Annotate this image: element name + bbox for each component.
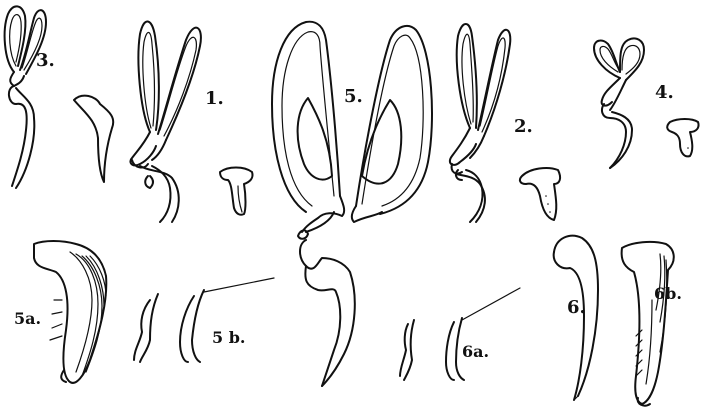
figure-1-detail — [220, 168, 253, 215]
figure-3-detail — [74, 96, 113, 182]
figure-2-drawing — [450, 24, 510, 222]
figure-6-label: 6. — [567, 299, 586, 317]
figure-6a-drawing — [400, 288, 520, 380]
figure-1-drawing — [130, 21, 200, 222]
figure-1-label: 1. — [205, 90, 224, 108]
figure-6a-label: 6a. — [462, 344, 489, 360]
figure-4-label: 4. — [655, 84, 674, 102]
figure-4-detail — [667, 119, 698, 156]
figure-5a-label: 5a. — [14, 311, 41, 327]
figure-6b-label: 6b. — [654, 286, 682, 302]
figure-5b-label: 5 b. — [212, 330, 245, 346]
figure-6b-drawing — [622, 242, 674, 406]
figure-4-drawing — [594, 38, 644, 168]
figure-5b-drawing — [134, 278, 274, 362]
figure-5-label: 5. — [344, 88, 363, 106]
figure-2-detail — [520, 168, 560, 220]
figure-5-drawing — [272, 22, 432, 386]
figure-2-label: 2. — [514, 118, 533, 136]
figure-3-label: 3. — [36, 52, 55, 70]
figure-5a-drawing — [34, 241, 106, 383]
figure-3-drawing — [5, 6, 46, 188]
